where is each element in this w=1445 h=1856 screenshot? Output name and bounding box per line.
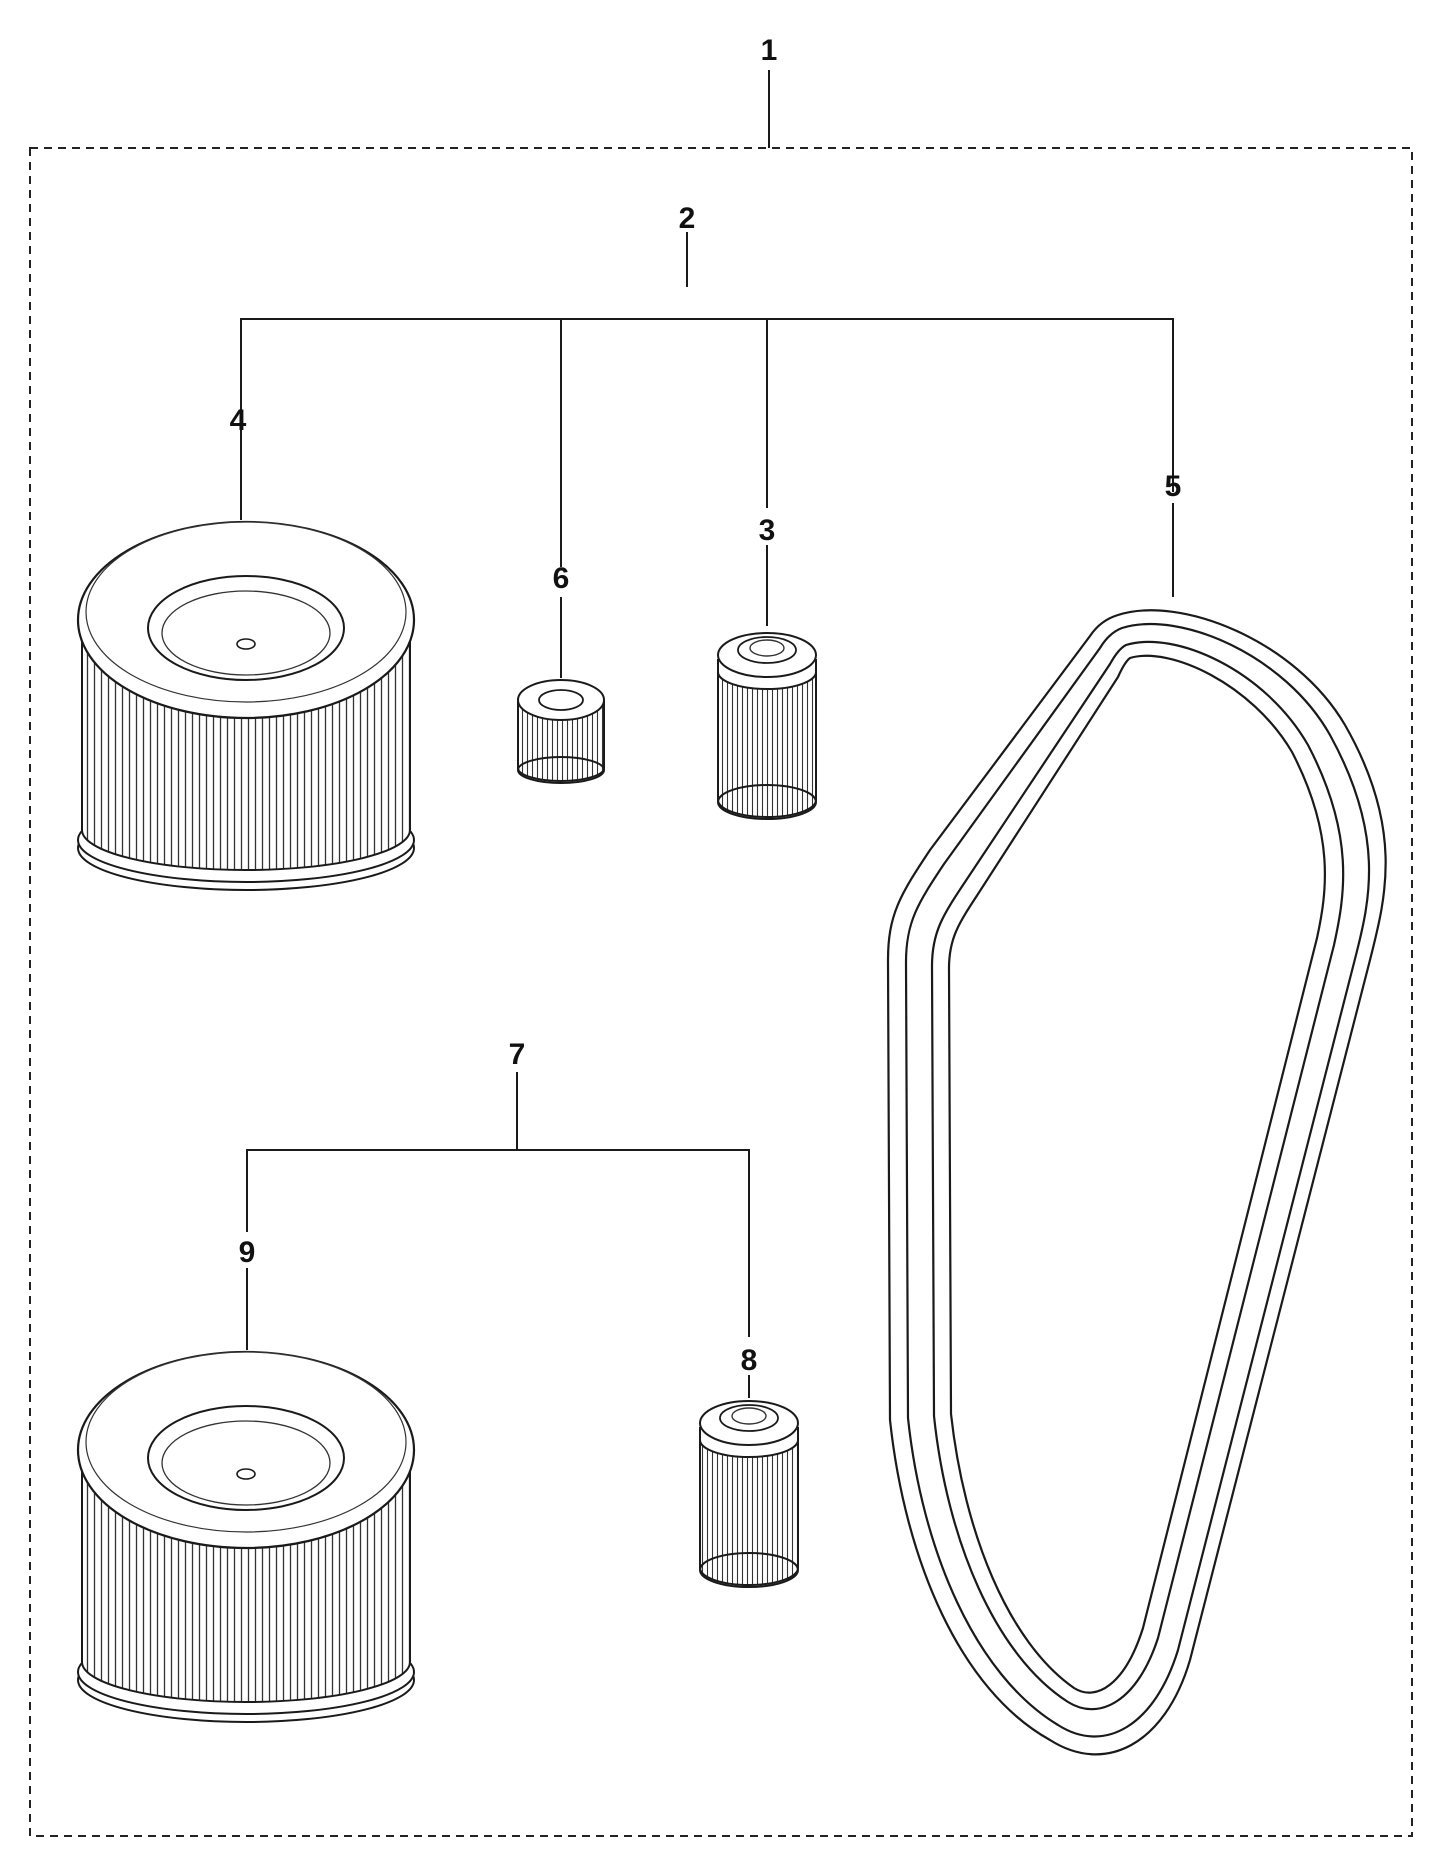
kit-boundary: [29, 147, 1413, 1837]
callout-6: 6: [553, 562, 570, 595]
callout-2: 2: [679, 202, 696, 235]
leader-lines: [240, 70, 1174, 1398]
callout-1: 1: [761, 34, 778, 67]
callout-4: 4: [230, 404, 247, 437]
fuel-filter-icon: [717, 632, 817, 820]
callout-5: 5: [1165, 470, 1182, 503]
callout-9: 9: [239, 1236, 256, 1269]
large-air-filter-icon: [76, 520, 416, 891]
callout-3: 3: [759, 514, 776, 547]
drive-belt-icon: [886, 609, 1387, 1756]
callout-labels: 1 2 3 4 5 6 7 8 9: [230, 34, 1182, 1377]
callout-7: 7: [509, 1038, 526, 1071]
callout-8: 8: [741, 1344, 758, 1377]
fuel-filter-icon-lower: [699, 1400, 799, 1588]
small-fuel-filter-icon: [517, 679, 605, 784]
large-air-filter-icon-lower: [76, 1350, 416, 1723]
